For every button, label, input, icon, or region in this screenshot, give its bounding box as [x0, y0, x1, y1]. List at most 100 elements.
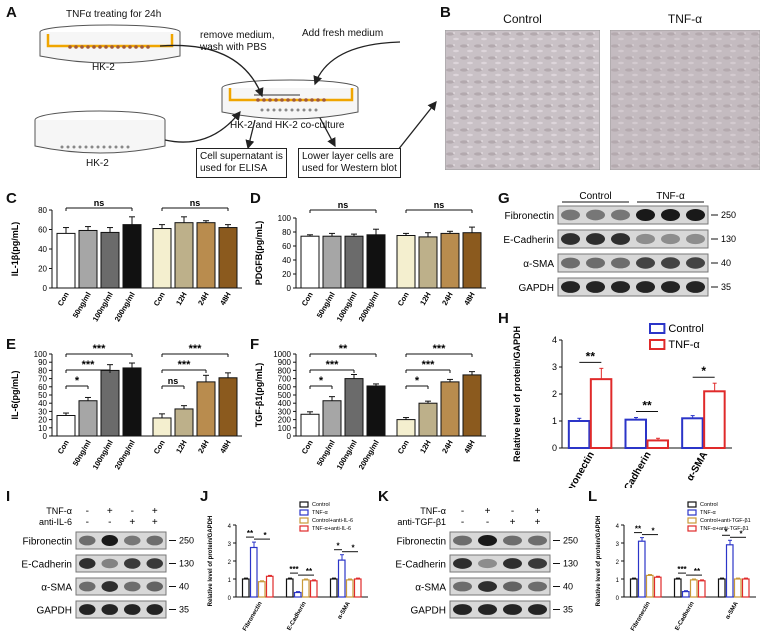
legend-label: Control — [668, 323, 703, 335]
significance-label: ** — [694, 567, 701, 576]
blot-band — [636, 257, 655, 269]
blot-band — [146, 535, 163, 546]
treatment-sign: + — [510, 517, 516, 528]
panel-label-e: E — [6, 336, 17, 353]
y-tick-label: 3 — [228, 542, 232, 548]
bar — [337, 559, 346, 598]
bar — [218, 227, 238, 289]
blot-row-label: GAPDH — [36, 606, 72, 617]
blot-band — [661, 233, 680, 245]
y-tick-label: 900 — [278, 358, 292, 367]
bar — [567, 420, 591, 449]
blot-row-label: E-Cadherin — [21, 560, 72, 571]
y-tick-label: 20 — [38, 265, 47, 274]
y-tick-label: 0 — [287, 432, 292, 441]
elisa-line1: Cell supernatant is — [200, 151, 283, 162]
y-tick-label: 20 — [282, 270, 291, 279]
y-axis-title: PDGFB(pg/mL) — [254, 221, 264, 286]
y-tick-label: 0 — [43, 284, 48, 293]
bar — [681, 590, 690, 598]
blot-band — [101, 558, 118, 569]
legend-swatch — [649, 339, 666, 350]
y-tick-label: 1000 — [273, 350, 291, 359]
blot-strip — [557, 253, 709, 273]
panel-label-i: I — [6, 488, 11, 505]
mw-label: 130 — [563, 559, 578, 569]
y-tick-label: 70 — [38, 375, 47, 384]
treatment-label: TNF-α — [420, 506, 446, 516]
bar — [152, 417, 172, 437]
y-tick-label: 40 — [38, 399, 47, 408]
y-tick-label: 60 — [38, 226, 47, 235]
x-tick-label: 200ng/ml — [113, 291, 137, 324]
treatment-sign: + — [152, 517, 158, 528]
y-tick-label: 0 — [552, 443, 557, 453]
significance-label: * — [739, 529, 743, 538]
bar — [396, 419, 416, 437]
bar — [196, 381, 216, 437]
significance-label: ** — [339, 343, 348, 355]
blot-band — [561, 233, 580, 245]
blot-band — [528, 581, 547, 592]
bar — [265, 575, 274, 598]
treatment-sign: - — [86, 506, 89, 517]
western-line1: Lower layer cells are — [302, 151, 394, 162]
legend-swatch — [299, 501, 309, 508]
x-tick-label: 50ng/ml — [315, 291, 337, 320]
panel-label-l: L — [588, 488, 598, 505]
blot-band — [528, 604, 547, 615]
blot-band — [586, 209, 605, 221]
x-tick-label: Con — [396, 438, 411, 455]
y-tick-label: 80 — [38, 366, 47, 375]
y-tick-label: 80 — [282, 228, 291, 237]
blot-band — [453, 581, 472, 592]
blot-band — [101, 535, 118, 546]
legend-swatch — [649, 323, 666, 334]
blot-row-label: E-Cadherin — [395, 560, 446, 571]
y-tick-label: 0 — [616, 596, 620, 602]
blot-band — [124, 535, 141, 546]
legend-label: TNF-α — [312, 510, 329, 516]
significance-label: *** — [189, 343, 203, 355]
blot-band — [611, 209, 630, 221]
x-tick-label: Con — [300, 290, 315, 307]
blot-strip — [557, 229, 709, 249]
bar — [717, 578, 726, 598]
blot-strip — [75, 531, 167, 550]
tnf-treat-label: TNFα treating for 24h — [66, 9, 162, 20]
x-tick-label: α-SMA — [685, 450, 710, 483]
y-tick-label: 60 — [282, 242, 291, 251]
panel-label-d: D — [250, 190, 261, 207]
blot-band — [79, 535, 96, 546]
bar — [56, 415, 76, 437]
y-tick-label: 30 — [38, 407, 47, 416]
blot-band — [478, 535, 497, 546]
bar — [293, 591, 302, 598]
blot-band — [503, 535, 522, 546]
x-tick-label: Fibronectin — [560, 450, 597, 488]
significance-label: * — [319, 375, 324, 387]
mw-label: 35 — [563, 605, 573, 615]
blot-row-label: α-SMA — [41, 583, 72, 594]
y-tick-label: 0 — [287, 284, 292, 293]
blot-strip — [449, 577, 551, 596]
bar — [78, 229, 98, 289]
x-tick-label: 50ng/ml — [315, 439, 337, 468]
bar — [300, 413, 320, 437]
y-tick-label: 1 — [616, 578, 620, 584]
significance-label: * — [336, 542, 340, 551]
blot-row-label: α-SMA — [415, 583, 446, 594]
treatment-sign: - — [461, 517, 464, 528]
bar — [366, 385, 386, 437]
y-tick-label: 2 — [228, 560, 232, 566]
bar — [300, 235, 320, 289]
blot-strip — [557, 205, 709, 225]
blot-strip — [75, 554, 167, 573]
mw-label: 35 — [721, 282, 731, 292]
blot-row-label: GAPDH — [518, 283, 554, 294]
treatment-sign: + — [535, 506, 541, 517]
x-tick-label: E-Cadherin — [675, 601, 696, 632]
y-tick-label: 500 — [278, 391, 292, 400]
